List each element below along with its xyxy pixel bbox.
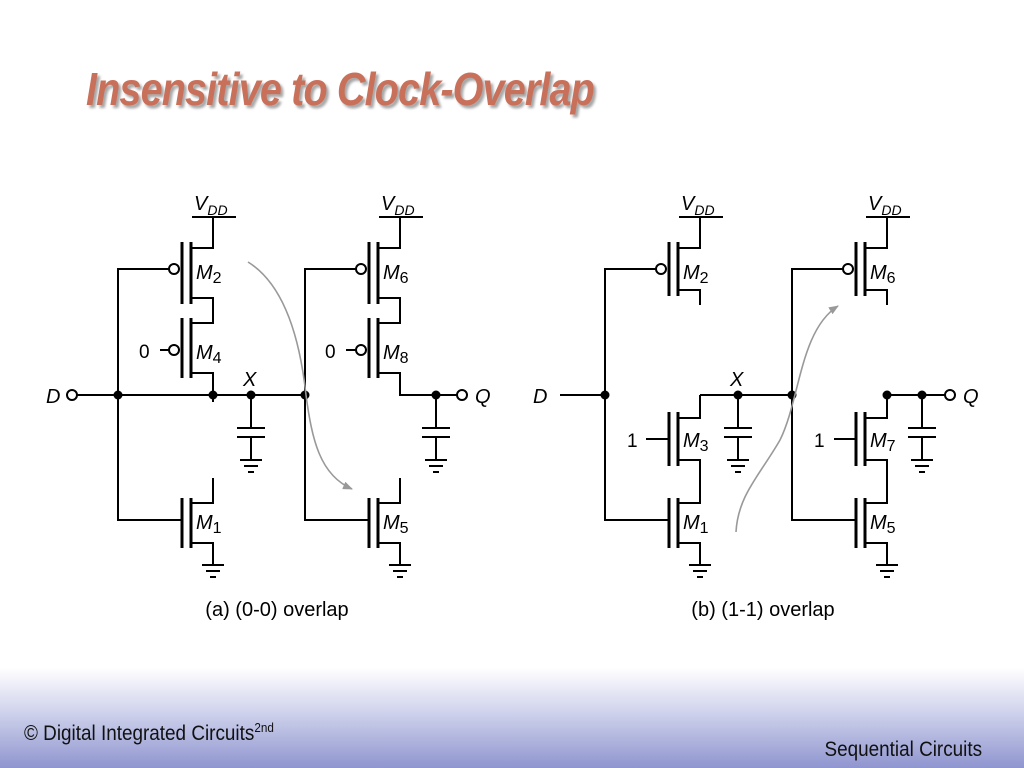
m5-label-b: M5	[870, 512, 896, 537]
x-node-label-b: X	[729, 369, 744, 391]
vdd-label-b-right: VDD	[868, 193, 902, 218]
footer-band: © Digital Integrated Circuits2nd Sequent…	[0, 668, 1024, 768]
footer-copyright: © Digital Integrated Circuits2nd	[24, 720, 274, 746]
q-label-a: Q	[475, 386, 491, 408]
m7-label-b: M7	[870, 430, 896, 455]
d-input-terminal-a	[66, 389, 78, 401]
m6-gate-bubble-b	[842, 263, 854, 275]
x-node-label-a: X	[242, 369, 257, 391]
footer-copyright-text: © Digital Integrated Circuits	[24, 722, 255, 745]
q-output-terminal-b	[944, 389, 956, 401]
circuit-b: VDD VDD	[533, 193, 979, 621]
footer-section-title: Sequential Circuits	[824, 738, 982, 761]
vdd-label-a-right: VDD	[381, 193, 415, 218]
m2-label-a: M2	[196, 262, 222, 287]
signal-path-arrow-b	[735, 305, 839, 533]
m4-gate-bubble	[168, 344, 180, 356]
signal-path-arrow-a	[247, 261, 353, 490]
m4-label-a: M4	[196, 342, 222, 367]
m3-label-b: M3	[683, 430, 709, 455]
q-label-b: Q	[963, 386, 979, 408]
clock-value-m8-a: 0	[325, 342, 336, 363]
m6-label-a: M6	[383, 262, 409, 287]
m5-label-a: M5	[383, 512, 409, 537]
caption-a: (a) (0-0) overlap	[205, 599, 348, 621]
m6-label-b: M6	[870, 262, 896, 287]
m8-gate-bubble	[355, 344, 367, 356]
caption-b: (b) (1-1) overlap	[691, 599, 834, 621]
m2-gate-bubble-b	[655, 263, 667, 275]
d-label-a: D	[46, 386, 60, 408]
d-label-b: D	[533, 386, 547, 408]
m2-label-b: M2	[683, 262, 709, 287]
vdd-label-b-left: VDD	[681, 193, 715, 218]
circuit-diagram: VDD VDD	[46, 193, 979, 621]
m1-label-b: M1	[683, 512, 709, 537]
vdd-label-a-left: VDD	[194, 193, 228, 218]
q-output-terminal-a	[456, 389, 468, 401]
clock-value-m7-b: 1	[814, 431, 825, 452]
clock-value-m3-b: 1	[627, 431, 638, 452]
m6-gate-bubble	[355, 263, 367, 275]
clock-value-m4-a: 0	[139, 342, 150, 363]
circuit-a: VDD VDD	[46, 193, 491, 621]
m8-label-a: M8	[383, 342, 409, 367]
m2-gate-bubble	[168, 263, 180, 275]
slide-title: Insensitive to Clock-Overlap	[86, 63, 595, 115]
m1-label-a: M1	[196, 512, 222, 537]
footer-edition: 2nd	[254, 720, 274, 735]
